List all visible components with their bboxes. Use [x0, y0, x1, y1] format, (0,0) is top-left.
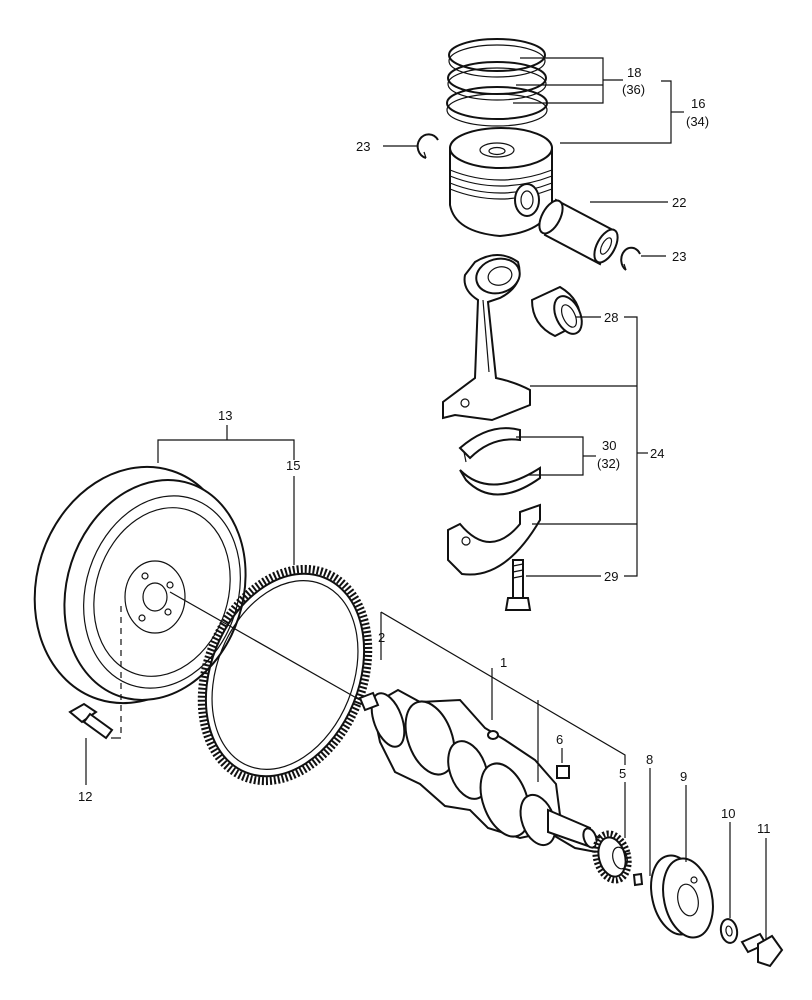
dowel-pin	[358, 691, 380, 712]
callout-16-alt: (34)	[686, 114, 709, 129]
bearing-shell-lower	[459, 466, 541, 496]
piston-pin	[538, 198, 619, 266]
callout-24: 24	[650, 446, 664, 461]
callout-28: 28	[604, 310, 618, 325]
leader-lines	[85, 57, 767, 940]
ring-gear	[197, 564, 373, 786]
callout-18-alt: (36)	[622, 82, 645, 97]
connecting-rod-bolt	[504, 559, 532, 611]
callout-1: 1	[500, 655, 507, 670]
callout-12: 12	[78, 789, 92, 804]
callout-9: 9	[680, 769, 687, 784]
crankshaft-pulley	[650, 854, 714, 939]
callout-29: 29	[604, 569, 618, 584]
small-end-bushing	[530, 285, 583, 338]
callout-22: 22	[672, 195, 686, 210]
callout-5: 5	[619, 766, 626, 781]
crankshaft-plug	[487, 730, 499, 740]
pulley-key	[632, 872, 644, 887]
flywheel-bolt	[68, 702, 114, 740]
pulley-washer	[719, 918, 739, 944]
snap-ring-right	[620, 246, 641, 271]
woodruff-key	[556, 765, 570, 779]
flywheel	[33, 465, 247, 705]
callout-6: 6	[556, 732, 563, 747]
callout-11: 11	[757, 821, 771, 836]
callout-10: 10	[721, 806, 735, 821]
callout-23-left: 23	[356, 139, 370, 154]
crankshaft-gear	[592, 830, 632, 884]
callout-18: 18	[627, 65, 641, 80]
piston	[449, 127, 553, 238]
callout-16: 16	[691, 96, 705, 111]
snap-ring-left	[416, 133, 439, 159]
pulley-bolt	[740, 932, 784, 968]
callout-13: 13	[218, 408, 232, 423]
callout-15: 15	[286, 458, 300, 473]
callout-2: 2	[378, 630, 385, 645]
callout-30: 30	[602, 438, 616, 453]
callout-23-right: 23	[672, 249, 686, 264]
piston-rings	[446, 38, 548, 127]
callout-30-alt: (32)	[597, 456, 620, 471]
callout-8: 8	[646, 752, 653, 767]
connecting-rod-cap	[447, 503, 541, 576]
bearing-shell-upper	[458, 427, 521, 463]
connecting-rod	[442, 254, 531, 422]
